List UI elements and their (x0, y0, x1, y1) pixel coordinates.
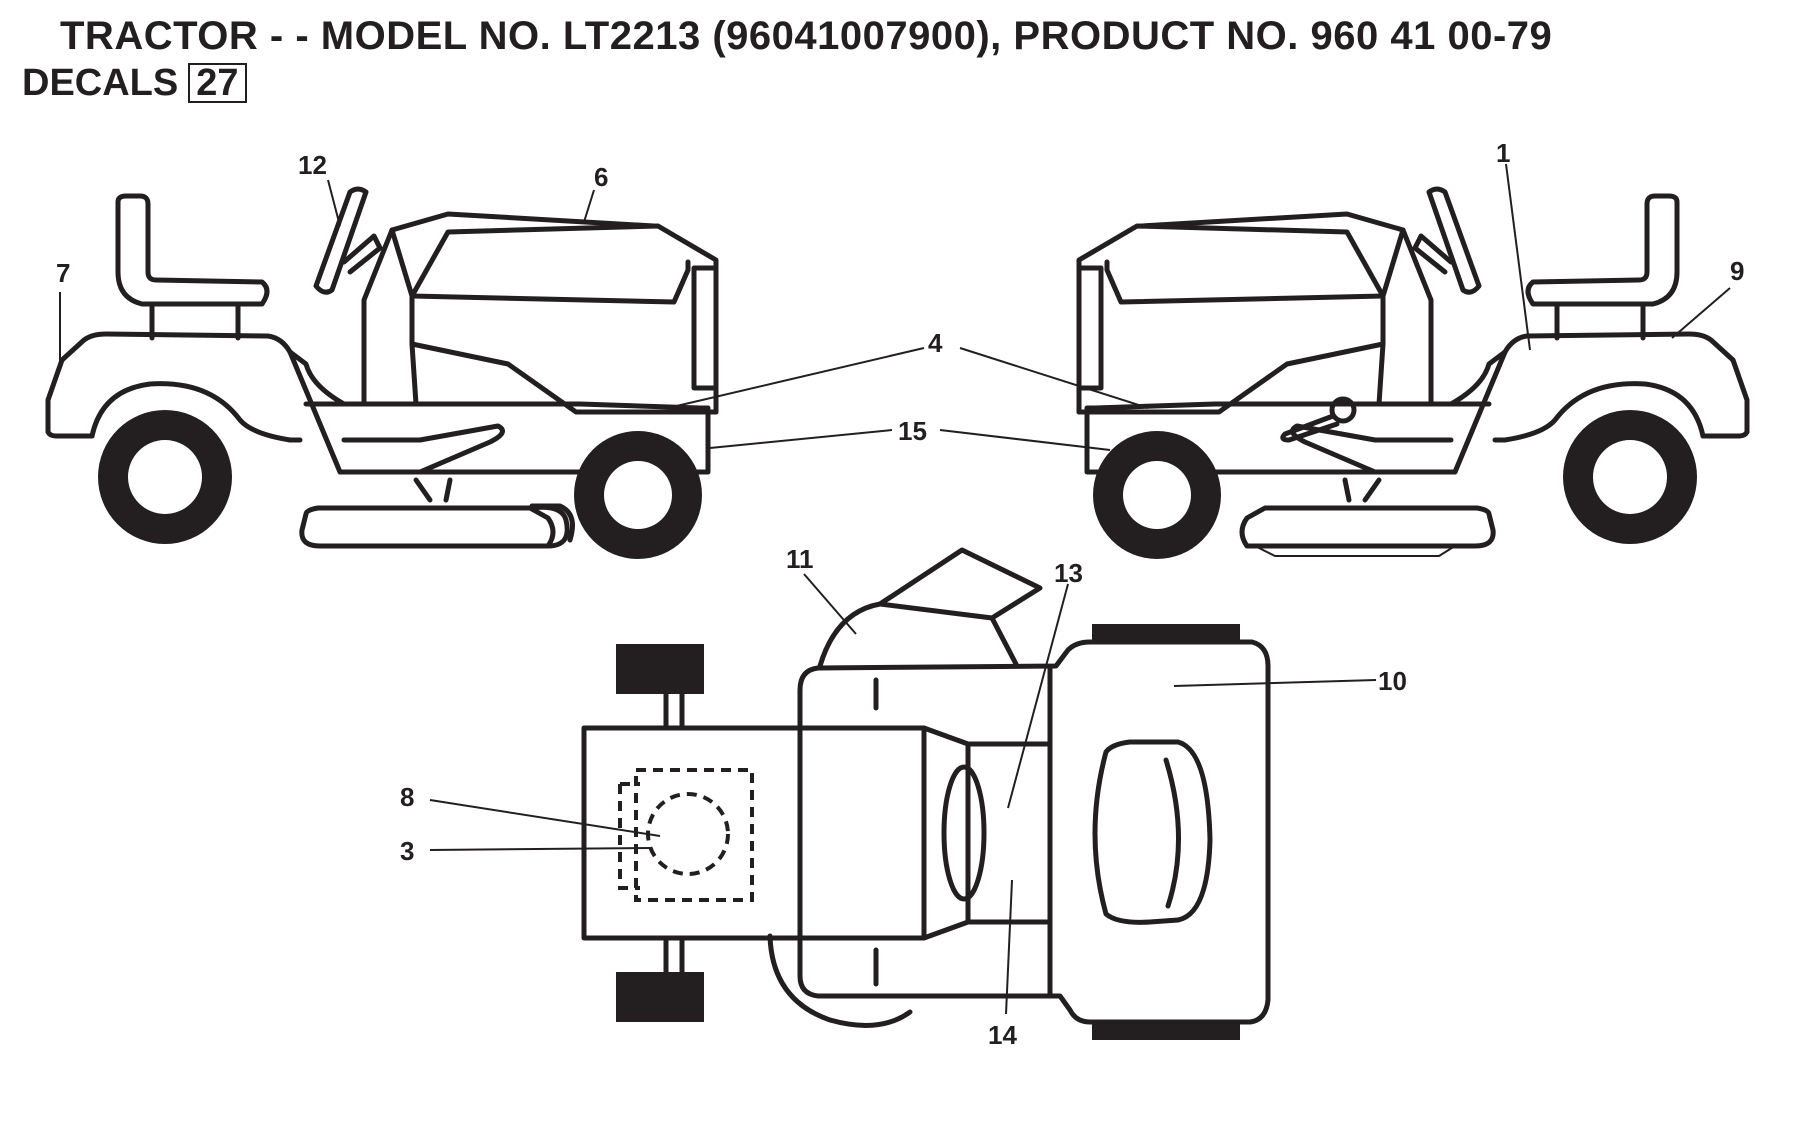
callout-14: 14 (988, 1020, 1017, 1050)
callout-1: 1 (1496, 138, 1510, 168)
tractor-top-view (581, 547, 1271, 1040)
callout-4: 4 (928, 328, 943, 358)
callout-12: 12 (298, 150, 327, 180)
tractor-left-side-view (45, 186, 719, 559)
callout-10: 10 (1378, 666, 1407, 696)
page-title: TRACTOR - - MODEL NO. LT2213 (9604100790… (60, 14, 1553, 58)
section-label: DECALS (22, 62, 179, 104)
callout-7: 7 (56, 258, 70, 288)
callout-11: 11 (786, 544, 814, 574)
callout-13: 13 (1054, 558, 1083, 588)
callout-9: 9 (1730, 256, 1744, 286)
callout-15: 15 (898, 416, 927, 446)
callout-leaders (59, 163, 1731, 1015)
callout-6: 6 (594, 162, 608, 192)
callout-3: 3 (400, 836, 414, 866)
tractor-right-side-view (1076, 186, 1750, 559)
section-number-box: 27 (188, 63, 247, 103)
callout-8: 8 (400, 782, 414, 812)
